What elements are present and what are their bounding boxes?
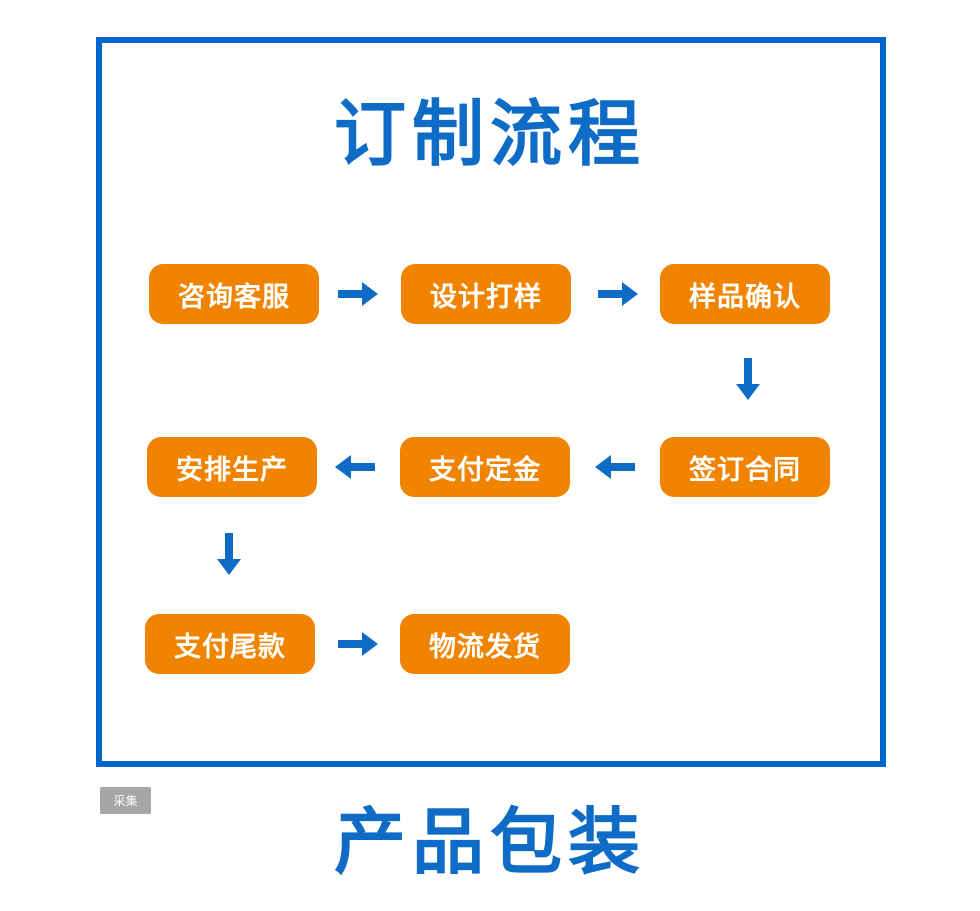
arrow-down-icon	[216, 533, 242, 575]
arrow-left-icon	[335, 454, 375, 480]
arrow-right-icon	[338, 281, 378, 307]
arrow-right-icon	[598, 281, 638, 307]
step-final-payment: 支付尾款	[145, 614, 315, 674]
step-arrange-production: 安排生产	[147, 437, 317, 497]
collect-button[interactable]: 采集	[100, 787, 151, 814]
page-title: 订制流程	[333, 92, 646, 176]
step-sample-confirm: 样品确认	[660, 264, 830, 324]
arrow-down-icon	[735, 358, 761, 400]
arrow-left-icon	[595, 454, 635, 480]
step-design-sample: 设计打样	[401, 264, 571, 324]
step-consult: 咨询客服	[149, 264, 319, 324]
step-logistics: 物流发货	[400, 614, 570, 674]
step-deposit: 支付定金	[400, 437, 570, 497]
section-title: 产品包装	[333, 800, 646, 884]
arrow-right-icon	[338, 631, 378, 657]
step-sign-contract: 签订合同	[660, 437, 830, 497]
